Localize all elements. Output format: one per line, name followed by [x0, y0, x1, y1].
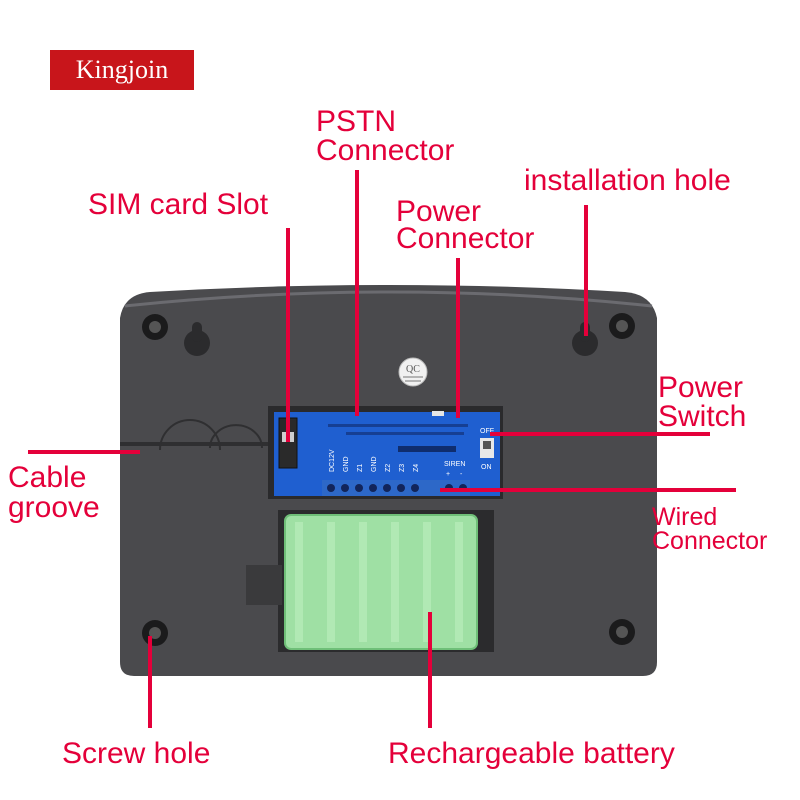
- label-sim-card-slot: SIM card Slot: [88, 188, 269, 221]
- svg-text:OFF: OFF: [480, 428, 494, 435]
- label-cable-groove: groove: [8, 491, 100, 524]
- label-power-switch-1: Power: [658, 371, 744, 404]
- screw-hole-top-right: [609, 313, 635, 339]
- screw-hole-bottom-left: [142, 620, 168, 646]
- screw-hole-bottom-right: [609, 619, 635, 645]
- terminal-label: Z2: [385, 464, 392, 472]
- terminal-label: +: [446, 471, 450, 478]
- terminal-label: Z1: [357, 464, 364, 472]
- label-cable: Cable: [8, 461, 87, 494]
- brand-logo: Kingjoin: [50, 50, 194, 90]
- label-installation-hole: installation hole: [524, 164, 731, 197]
- svg-text:QC: QC: [406, 364, 420, 375]
- screw-hole-top-left: [142, 314, 168, 340]
- terminal-label: -: [460, 471, 463, 478]
- label-screw-hole: Screw hole: [62, 737, 211, 770]
- label-wired: Wired: [652, 503, 718, 531]
- terminal-label: GND: [371, 456, 378, 472]
- label-rechargeable-battery: Rechargeable battery: [388, 737, 675, 770]
- label-wired-connector: Connector: [652, 527, 768, 555]
- cable-groove: [120, 442, 270, 446]
- power-switch: OFF ON: [480, 428, 494, 471]
- label-power: Power: [396, 195, 482, 228]
- qc-sticker: QC: [398, 357, 428, 387]
- svg-text:ON: ON: [481, 464, 492, 471]
- label-power-connector: Connector: [396, 222, 535, 255]
- terminal-label: GND: [343, 456, 350, 472]
- label-pstn: PSTN: [316, 105, 397, 138]
- leader-lines: [28, 170, 736, 728]
- rechargeable-battery: [284, 514, 478, 650]
- wired-connector-block: [322, 480, 470, 496]
- terminal-label: DC12V: [329, 449, 336, 472]
- label-power-switch-2: Switch: [658, 400, 747, 433]
- terminal-label: Z4: [413, 464, 420, 472]
- label-pstn-connector: Connector: [316, 134, 455, 167]
- terminal-label: Z3: [399, 464, 406, 472]
- installation-hole-left: [184, 322, 210, 356]
- siren-label: SIREN: [444, 461, 465, 468]
